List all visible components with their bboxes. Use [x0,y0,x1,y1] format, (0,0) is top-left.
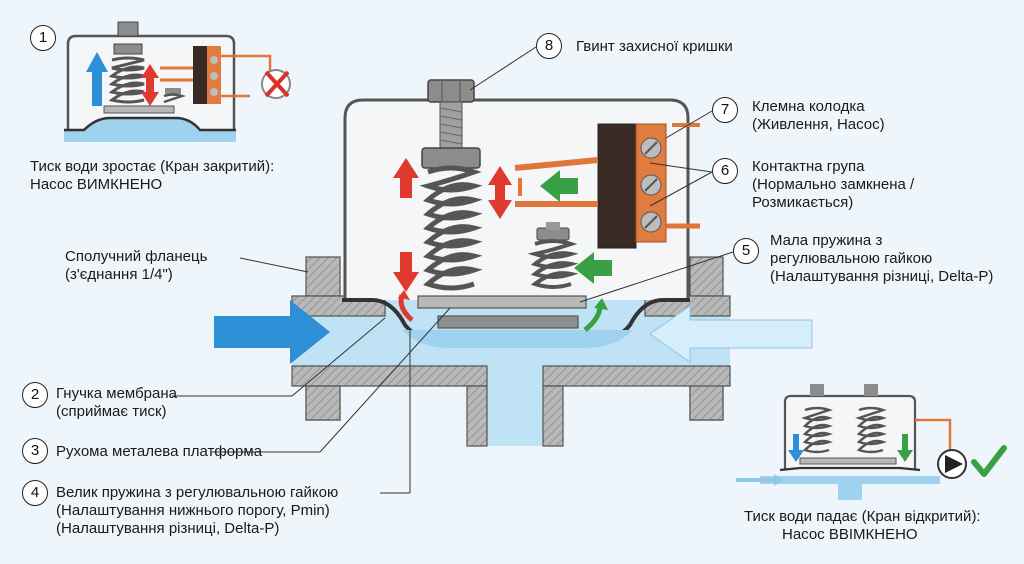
callout-number-7: 7 [712,97,738,123]
callout-number-2: 2 [22,382,48,408]
contact-double-arrow [488,166,512,219]
terminal-screws [640,137,662,233]
inset-pump-on [736,384,1007,500]
callout-label-2: Гнучка мембрана (сприймає тиск) [56,385,177,420]
callout-number-6: 6 [712,158,738,184]
big-spring-up-arrow [393,158,419,198]
big-spring [419,165,483,291]
flange-label: Сполучний фланець (з'єднання 1/4") [65,248,208,283]
callout-label-6: Контактна група (Нормально замкнена / Ро… [752,158,915,211]
contact-upper [514,157,599,171]
callout-label-7: Клемна колодка (Живлення, Насос) [752,98,885,133]
flow-arrows [214,158,813,364]
inset-pump-off [64,21,291,142]
callout-label-3: Рухома металева платформа [56,443,263,460]
big-adjust-nut [421,147,481,169]
callout-number-4: 4 [22,480,48,506]
flange-left [305,256,341,297]
leader-lines [172,46,734,494]
small-spring-green-arrow [574,252,612,284]
callout-number-8: 8 [536,33,562,59]
callout-label-4: Велик пружина з регулювальною гайкою (На… [56,484,339,537]
flange-right [689,256,724,297]
check-icon [971,445,1007,477]
moving-platform [417,295,587,309]
callout-number-1: 1 [30,25,56,51]
inflow-arrow-left [214,300,330,364]
cover-screw-head [427,79,475,103]
small-spring [527,239,579,289]
callout-number-3: 3 [22,438,48,464]
contact-green-arrow [540,170,578,202]
terminal-block [597,123,637,249]
callout-label-1: Тиск води зростає (Кран закритий): Насос… [30,158,275,193]
callout-label-5: Мала пружина з регулювальною гайкою (Нал… [770,232,994,285]
callout-number-5: 5 [733,238,759,264]
inset-bottom-caption: Тиск води падає (Кран відкритий): Насос … [744,508,981,543]
inflow-arrow-right [649,305,813,363]
main-housing [291,79,731,447]
cross-icon [264,70,290,98]
callout-label-8: Гвинт захисної кришки [576,38,733,55]
big-spring-down-arrow [393,252,419,292]
lower-plate [437,315,579,329]
